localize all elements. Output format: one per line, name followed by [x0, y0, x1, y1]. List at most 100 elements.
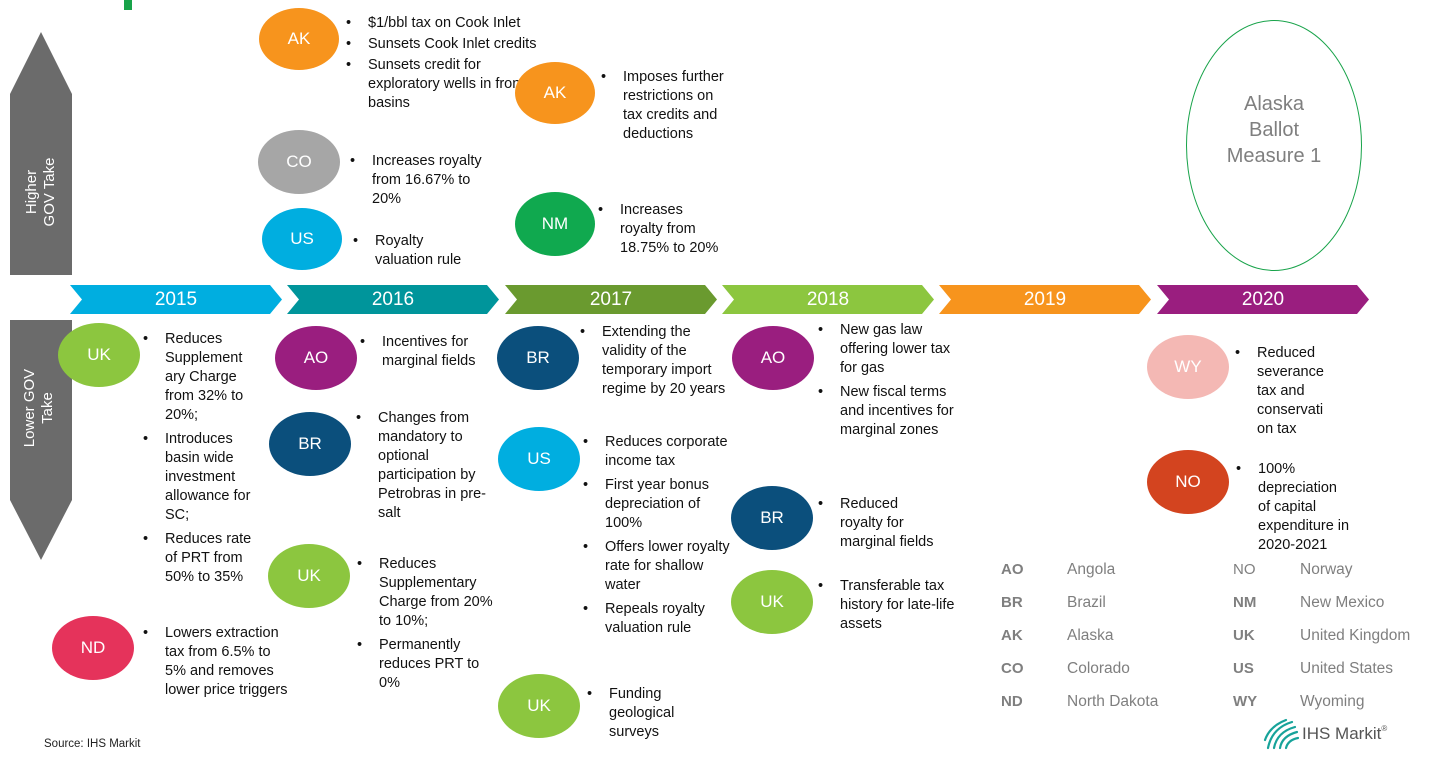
legend-abbr: CO	[1001, 660, 1024, 677]
ao-2018-notes: New gas law offering lower tax for gas N…	[815, 321, 955, 445]
ak-2017-notes: Imposes further restrictions on tax cred…	[598, 68, 733, 149]
br-2017-notes: Extending the validity of the temporary …	[577, 323, 737, 404]
nm-2017-notes: Increases royalty from 18.75% to 20%	[595, 201, 720, 263]
note-item: 100% depreciation of capital expenditure…	[1233, 460, 1353, 555]
badge-uk-2016: UK	[268, 544, 350, 608]
year-label-2019: 2019	[1023, 288, 1067, 310]
badge-ak-2017: AK	[515, 62, 595, 124]
band-2019	[939, 285, 1151, 314]
ihs-markit-logo: IHS Markit ®	[1262, 718, 1387, 750]
legend-abbr: ND	[1001, 693, 1023, 710]
badge-br-2018: BR	[731, 486, 813, 550]
ihs-markit-mark-icon	[1263, 718, 1300, 750]
band-2015	[70, 285, 282, 314]
note-item: Increases royalty from 16.67% to 20%	[347, 152, 497, 209]
uk-2015-notes: Reduces Supplement ary Charge from 32% t…	[140, 330, 265, 592]
band-2018	[722, 285, 934, 314]
badge-co-2016: CO	[258, 130, 340, 194]
co-2016-notes: Increases royalty from 16.67% to 20%	[347, 152, 497, 214]
note-item: Royalty valuation rule	[350, 232, 480, 270]
note-item: Lowers extraction tax from 6.5% to 5% an…	[140, 624, 290, 700]
legend-abbr: NM	[1233, 594, 1257, 611]
ihs-markit-wordmark: IHS Markit	[1302, 724, 1382, 743]
badge-ak-2016: AK	[259, 8, 339, 70]
legend-name: North Dakota	[1067, 693, 1159, 710]
legend-name: United Kingdom	[1300, 627, 1411, 644]
uk-2016-notes: Reduces Supplementary Charge from 20% to…	[354, 555, 504, 698]
badge-br-2017: BR	[497, 326, 579, 390]
note-item: Repeals royalty valuation rule	[580, 600, 740, 638]
note-item: Incentives for marginal fields	[357, 333, 497, 371]
note-item: Sunsets credit for exploratory wells in …	[343, 56, 543, 113]
legend-abbr: AO	[1001, 561, 1024, 578]
badge-nm-2017: NM	[515, 192, 595, 256]
note-item: Reduces Supplementary Charge from 20% to…	[354, 555, 504, 631]
band-2016	[287, 285, 499, 314]
note-item: Imposes further restrictions on tax cred…	[598, 68, 733, 144]
legend-abbr: UK	[1233, 627, 1255, 644]
us-2017-notes: Reduces corporate income tax First year …	[580, 433, 740, 643]
note-item: Reduced severance tax and conservati on …	[1232, 344, 1342, 439]
nd-2015-notes: Lowers extraction tax from 6.5% to 5% an…	[140, 624, 290, 705]
badge-br-2016: BR	[269, 412, 351, 476]
note-item: Offers lower royalty rate for shallow wa…	[580, 538, 740, 595]
note-item: New gas law offering lower tax for gas	[815, 321, 955, 378]
legend-name: Angola	[1067, 561, 1116, 578]
legend-name: Colorado	[1067, 660, 1130, 677]
legend-abbr: BR	[1001, 594, 1023, 611]
year-label-2018: 2018	[806, 288, 850, 310]
badge-us-2016: US	[262, 208, 342, 270]
note-item: Reduces corporate income tax	[580, 433, 740, 471]
legend-abbr: AK	[1001, 627, 1023, 644]
note-item: $1/bbl tax on Cook Inlet	[343, 14, 543, 33]
down-arrow-shape	[10, 320, 72, 560]
legend-abbr: WY	[1233, 693, 1258, 710]
badge-nd-2015: ND	[52, 616, 134, 680]
year-label-2020: 2020	[1241, 288, 1285, 310]
badge-wy-2020: WY	[1147, 335, 1229, 399]
note-item: Reduces Supplement ary Charge from 32% t…	[140, 330, 265, 425]
note-item: Sunsets Cook Inlet credits	[343, 35, 543, 54]
band-2017	[505, 285, 717, 314]
badge-uk-2015: UK	[58, 323, 140, 387]
ao-2016-notes: Incentives for marginal fields	[357, 333, 497, 376]
note-item: Funding geological surveys	[584, 685, 704, 742]
legend-name: Brazil	[1067, 594, 1106, 611]
band-2020	[1157, 285, 1369, 314]
note-item: Reduced royalty for marginal fields	[815, 495, 935, 552]
us-2016-notes: Royalty valuation rule	[350, 232, 480, 275]
source-note: Source: IHS Markit	[44, 738, 141, 750]
gov-take-arrow	[10, 32, 72, 560]
note-item: Reduces rate of PRT from 50% to 35%	[140, 530, 265, 587]
ballot-line-3: Measure 1	[1226, 144, 1322, 167]
up-arrow-shape	[10, 32, 72, 275]
year-band-shapes	[70, 285, 1369, 314]
ballot-line-1: Alaska	[1243, 92, 1305, 115]
badge-ao-2016: AO	[275, 326, 357, 390]
year-label-2015: 2015	[154, 288, 198, 310]
note-item: First year bonus depreciation of 100%	[580, 476, 740, 533]
legend-abbr: NO	[1233, 561, 1256, 578]
legend-abbr: US	[1233, 660, 1254, 677]
alaska-ballot-measure-circle: Alaska Ballot Measure 1	[1186, 20, 1362, 271]
no-2020-notes: 100% depreciation of capital expenditure…	[1233, 460, 1353, 560]
ballot-line-2: Ballot	[1248, 118, 1300, 141]
note-item: Changes from mandatory to optional parti…	[353, 409, 493, 523]
legend-name: Alaska	[1067, 627, 1114, 644]
badge-ao-2018: AO	[732, 326, 814, 390]
legend-name: Norway	[1300, 561, 1353, 578]
note-item: Permanently reduces PRT to 0%	[354, 636, 504, 693]
year-label-2016: 2016	[371, 288, 415, 310]
note-item: Increases royalty from 18.75% to 20%	[595, 201, 720, 258]
legend-name: Wyoming	[1300, 693, 1365, 710]
ak-2016-notes: $1/bbl tax on Cook Inlet Sunsets Cook In…	[343, 14, 543, 118]
badge-no-2020: NO	[1147, 450, 1229, 514]
note-item: New fiscal terms and incentives for marg…	[815, 383, 955, 440]
registered-mark: ®	[1381, 724, 1388, 733]
year-label-2017: 2017	[589, 288, 633, 310]
wy-2020-notes: Reduced severance tax and conservati on …	[1232, 344, 1342, 444]
title-fragment	[124, 0, 132, 10]
br-2016-notes: Changes from mandatory to optional parti…	[353, 409, 493, 528]
